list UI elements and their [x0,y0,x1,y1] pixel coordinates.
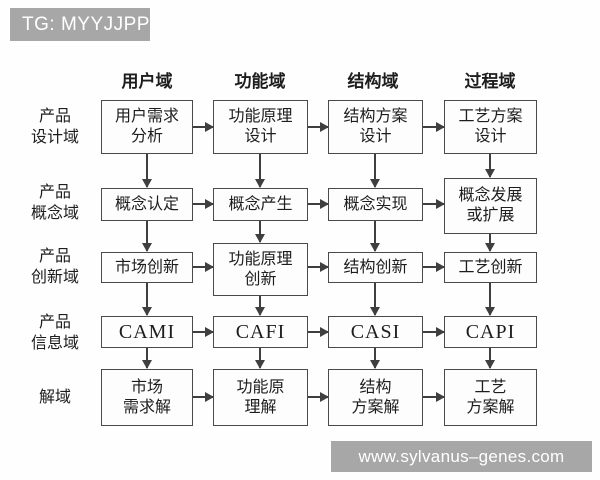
arrow-right-icon [193,199,214,209]
box-process-scheme-design: 工艺方案 设计 [444,100,537,154]
arrow-down-icon [485,154,495,178]
box-cafi: CAFI [213,316,308,348]
arrow-down-icon [485,283,495,316]
arrow-down-icon [255,296,265,316]
tag-banner: TG: MYYJJPP [10,8,150,41]
arrow-right-icon [423,327,445,337]
box-casi: CASI [328,316,423,348]
box-market-innovation: 市场创新 [101,252,193,283]
box-function-principle-solution: 功能原 理解 [213,369,308,426]
box-function-principle-innovation: 功能原理 创新 [213,243,308,296]
box-concept-realization: 概念实现 [328,188,423,221]
row-label-product-design-domain: 产品 设计域 [30,108,79,146]
arrow-right-icon [308,199,329,209]
arrow-right-icon [308,262,329,272]
watermark-text: www.sylvanus–genes.com [358,446,565,466]
box-structure-scheme-design: 结构方案 设计 [328,100,423,154]
box-market-demand-solution: 市场 需求解 [101,369,193,426]
box-function-principle-design: 功能原理 设计 [213,100,308,154]
box-cami: CAMI [101,316,193,348]
box-process-scheme-solution: 工艺 方案解 [444,369,537,426]
arrow-down-icon [370,154,380,188]
column-header-structure-domain: 结构域 [347,72,399,91]
arrow-down-icon [142,348,152,369]
column-header-process-domain: 过程域 [464,72,516,91]
arrow-down-icon [142,221,152,252]
arrow-down-icon [255,154,265,188]
arrow-right-icon [193,262,214,272]
arrow-down-icon [255,221,265,243]
row-label-product-innovation-domain: 产品 创新域 [30,248,79,286]
arrow-down-icon [370,348,380,369]
tag-banner-text: TG: MYYJJPP [22,13,150,35]
box-concept-generation: 概念产生 [213,188,308,221]
arrow-down-icon [142,154,152,188]
arrow-down-icon [142,283,152,316]
column-header-user-domain: 用户域 [121,72,173,91]
column-header-function-domain: 功能域 [234,72,286,91]
arrow-down-icon [485,348,495,369]
box-concept-development-expansion: 概念发展 或扩展 [444,178,537,234]
arrow-right-icon [308,327,329,337]
box-capi: CAPI [444,316,537,348]
box-user-requirement-analysis: 用户需求 分析 [101,100,193,154]
box-concept-identification: 概念认定 [101,188,193,221]
arrow-right-icon [193,392,214,402]
box-structure-scheme-solution: 结构 方案解 [328,369,423,426]
row-label-product-concept-domain: 产品 概念域 [30,184,79,222]
arrow-right-icon [308,392,329,402]
arrow-right-icon [423,392,445,402]
arrow-down-icon [370,221,380,252]
watermark-banner: www.sylvanus–genes.com [331,441,592,472]
arrow-right-icon [423,262,445,272]
arrow-down-icon [485,234,495,252]
box-structure-innovation: 结构创新 [328,252,423,283]
arrow-down-icon [255,348,265,369]
arrow-down-icon [370,283,380,316]
arrow-right-icon [308,122,329,132]
row-label-solution-domain: 解域 [38,389,71,406]
box-process-innovation: 工艺创新 [444,252,537,283]
arrow-right-icon [193,122,214,132]
arrow-right-icon [423,122,445,132]
arrow-right-icon [423,199,445,209]
row-label-product-information-domain: 产品 信息域 [30,314,79,352]
arrow-right-icon [193,327,214,337]
